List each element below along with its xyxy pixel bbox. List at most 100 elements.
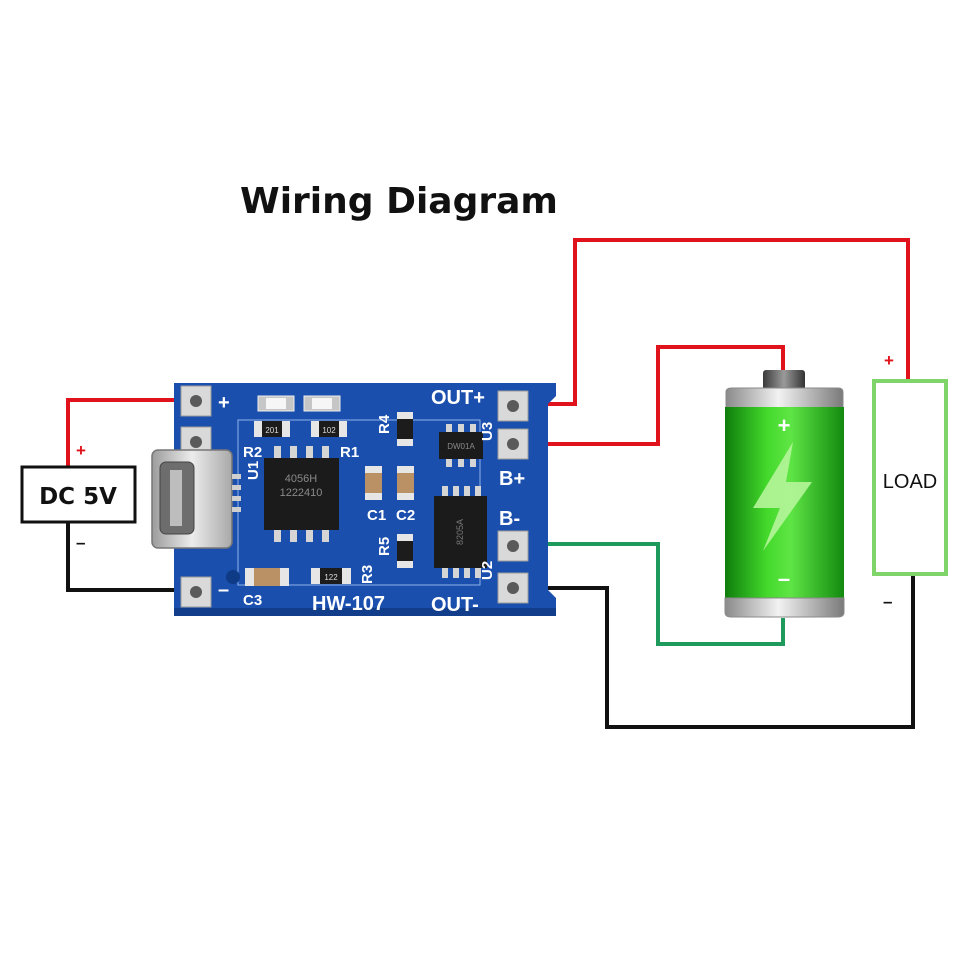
- resistor-r5-body: [397, 541, 413, 561]
- ic-u2: 8205A U2: [434, 486, 496, 580]
- ic-body: [264, 458, 339, 530]
- capacitor-c3-body: [254, 568, 280, 586]
- resistor-r3-code: 122: [324, 573, 338, 582]
- battery-bottom-cap: [724, 597, 845, 618]
- wire-out-negative-to-load: [508, 576, 915, 729]
- ic-pin: [322, 528, 329, 542]
- ic-pin: [306, 528, 313, 542]
- load: LOAD + –: [872, 351, 948, 611]
- ic-body: [434, 496, 487, 568]
- resistor-r3-body: [320, 568, 342, 584]
- dc-source-box: [20, 465, 137, 524]
- ic-pin: [442, 566, 448, 578]
- usb-tongue: [170, 470, 182, 526]
- ic-u1-mark-2: 1222410: [280, 487, 323, 499]
- dc-source-label: DC 5V: [39, 484, 117, 510]
- pad-hole: [190, 436, 202, 448]
- load-box: [872, 379, 948, 576]
- ref-c2: C2: [396, 507, 415, 524]
- ic-pin: [464, 566, 470, 578]
- pad-hole: [507, 400, 519, 412]
- battery-plus-sign: +: [778, 413, 791, 438]
- ic-pin: [274, 446, 281, 460]
- ic-pin: [290, 446, 297, 460]
- ref-r3: R3: [359, 565, 376, 584]
- wire-b-negative-to-battery: [508, 542, 785, 646]
- capacitor-c2-body: [397, 473, 414, 493]
- dc-plus-sign: +: [76, 441, 86, 460]
- pcb-edge-shade: [174, 608, 556, 616]
- battery-minus-sign: –: [778, 566, 790, 591]
- load-minus-sign: –: [883, 592, 892, 611]
- wire-dc-negative: [66, 523, 196, 592]
- ref-u3: U3: [479, 422, 496, 441]
- ic-u1-mark-1: 4056H: [285, 473, 317, 485]
- ic-pin: [458, 458, 464, 467]
- usb-pin: [232, 507, 241, 512]
- wire-out-positive-to-load: [508, 238, 910, 406]
- ic-body: [439, 432, 483, 459]
- ic-pin: [470, 458, 476, 467]
- ic-u1: 4056H 1222410 U1: [245, 446, 339, 542]
- ref-c1: C1: [367, 507, 386, 524]
- usb-pin: [232, 474, 241, 479]
- ic-pin: [322, 446, 329, 460]
- led-red-window: [266, 398, 286, 409]
- led-blue-window: [312, 398, 332, 409]
- usb-pin: [232, 496, 241, 501]
- resistor-r2-body: [262, 421, 282, 437]
- pad-label-in-plus: +: [218, 392, 230, 414]
- pad-hole: [507, 582, 519, 594]
- pad-hole: [507, 438, 519, 450]
- ic-pin: [306, 446, 313, 460]
- ref-r1: R1: [340, 444, 359, 461]
- dc-minus-sign: –: [76, 533, 85, 552]
- ref-r4: R4: [376, 414, 393, 434]
- load-plus-sign: +: [884, 351, 894, 370]
- ic-u3-mark: DW01A: [447, 442, 475, 451]
- battery-top-cap: [725, 387, 844, 409]
- pad-label-in-minus: –: [218, 579, 229, 601]
- ic-pin: [475, 566, 481, 578]
- load-label: LOAD: [883, 471, 937, 493]
- ref-r2: R2: [243, 444, 262, 461]
- resistor-r4-body: [397, 419, 413, 439]
- ic-pin: [274, 528, 281, 542]
- ref-c3: C3: [243, 592, 262, 609]
- wire-dc-positive: [66, 398, 196, 466]
- ref-r5: R5: [376, 537, 393, 556]
- resistor-r1-body: [319, 421, 339, 437]
- pad-hole: [190, 395, 202, 407]
- ic-pin: [475, 486, 481, 498]
- pad-label-b-plus: B+: [499, 468, 525, 490]
- charger-module: + – 201 102 R2 R1: [151, 383, 556, 616]
- ref-u2: U2: [479, 561, 496, 580]
- pad-label-b-minus: B-: [499, 508, 520, 530]
- ic-pin: [453, 566, 459, 578]
- ic-pin: [446, 458, 452, 467]
- ic-pin: [446, 424, 452, 433]
- pad-in-minus: [180, 576, 212, 608]
- resistor-r2-code: 201: [265, 426, 279, 435]
- resistor-r1-code: 102: [322, 426, 336, 435]
- battery: + –: [724, 370, 845, 618]
- ic-pin: [470, 424, 476, 433]
- lightning-bolt-icon: [753, 442, 812, 551]
- ic-pin: [290, 528, 297, 542]
- dc-source: DC 5V + –: [20, 441, 137, 552]
- ic-u3: DW01A U3: [439, 422, 496, 467]
- ic-pin: [464, 486, 470, 498]
- mounting-dot: [226, 570, 240, 584]
- ic-pin: [453, 486, 459, 498]
- ic-pin: [458, 424, 464, 433]
- micro-usb-connector: [151, 449, 241, 549]
- ic-u2-mark: 8205A: [455, 519, 465, 545]
- diagram-title: Wiring Diagram: [240, 181, 558, 222]
- output-pads: OUT+ B+ B- OUT-: [431, 387, 529, 616]
- pad-hole: [507, 540, 519, 552]
- usb-pin: [232, 485, 241, 490]
- pad-hole: [190, 586, 202, 598]
- battery-terminal-nub: [763, 370, 805, 392]
- wires: [66, 238, 915, 729]
